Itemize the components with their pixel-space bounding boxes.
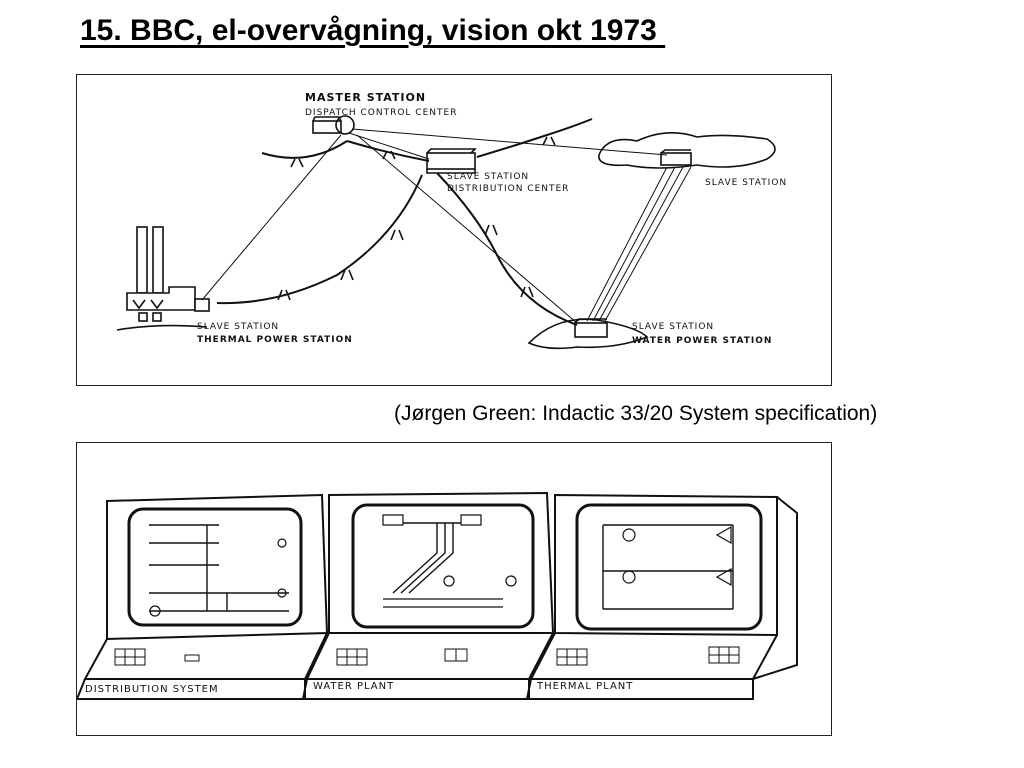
remote-slave-station-label: SLAVE STATION [705, 178, 787, 188]
console-illustration: DISTRIBUTION SYSTEM WATER PLANT THERMAL … [76, 442, 832, 736]
network-illustration: MASTER STATION DISPATCH CONTROL CENTER S… [76, 74, 832, 386]
master-station-label: MASTER STATION [305, 91, 426, 104]
distribution-center-label: DISTRIBUTION CENTER [447, 184, 569, 194]
remote-slave-station [598, 132, 776, 169]
water-power-station-label: WATER POWER STATION [632, 336, 772, 346]
thermal-power-station-label: THERMAL POWER STATION [197, 335, 353, 345]
water-power-station-building [527, 318, 649, 350]
distribution-console [77, 493, 329, 700]
thermal-plant-console [525, 493, 798, 700]
water-slave-station-label: SLAVE STATION [632, 322, 714, 332]
console-label-distribution: DISTRIBUTION SYSTEM [85, 684, 219, 695]
master-station-building [312, 115, 355, 135]
console-drawing: DISTRIBUTION SYSTEM WATER PLANT THERMAL … [77, 491, 798, 700]
page-title: 15. BBC, el-overvågning, vision okt 1973 [80, 14, 666, 47]
figure-caption: (Jørgen Green: Indactic 33/20 System spe… [394, 402, 878, 425]
thermal-slave-station-label: SLAVE STATION [197, 322, 279, 332]
dispatch-control-center-label: DISPATCH CONTROL CENTER [305, 108, 457, 118]
distribution-center-building [426, 148, 477, 174]
network-drawing: MASTER STATION DISPATCH CONTROL CENTER S… [116, 91, 787, 350]
thermal-power-station-building [116, 226, 210, 331]
console-label-water: WATER PLANT [313, 681, 394, 692]
console-label-thermal: THERMAL PLANT [536, 681, 633, 692]
distribution-slave-station-label: SLAVE STATION [447, 172, 529, 182]
water-plant-console [301, 491, 555, 700]
